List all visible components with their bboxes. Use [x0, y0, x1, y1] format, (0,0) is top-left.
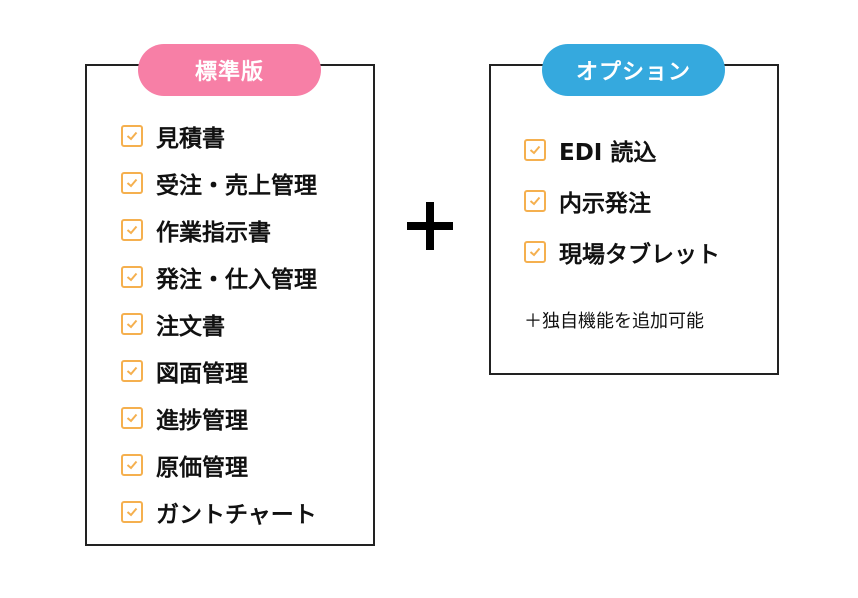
feature-label: 受注・売上管理	[156, 172, 317, 199]
feature-item: 注文書	[121, 300, 317, 347]
feature-item: 作業指示書	[121, 206, 317, 253]
feature-label: 注文書	[156, 313, 225, 340]
checked-checkbox-icon	[121, 171, 143, 194]
option-panel	[489, 64, 779, 375]
checked-checkbox-icon	[524, 189, 546, 212]
checked-checkbox-icon	[121, 453, 143, 476]
standard-feature-list: 見積書受注・売上管理作業指示書発注・仕入管理注文書図面管理進捗管理原価管理ガント…	[121, 112, 317, 535]
feature-item: 受注・売上管理	[121, 159, 317, 206]
feature-item: 見積書	[121, 112, 317, 159]
checked-checkbox-icon	[121, 124, 143, 147]
checked-checkbox-icon	[524, 240, 546, 263]
checked-checkbox-icon	[121, 218, 143, 241]
feature-item: 内示発注	[524, 175, 720, 226]
option-feature-list: EDI 読込内示発注現場タブレット	[524, 124, 720, 277]
feature-item: ガントチャート	[121, 488, 317, 535]
feature-item: 原価管理	[121, 441, 317, 488]
plus-icon	[407, 202, 453, 250]
feature-label: 図面管理	[156, 360, 248, 387]
checked-checkbox-icon	[121, 312, 143, 335]
checked-checkbox-icon	[121, 265, 143, 288]
checked-checkbox-icon	[121, 406, 143, 429]
custom-feature-note: ＋独自機能を追加可能	[524, 311, 704, 332]
feature-label: 進捗管理	[156, 407, 248, 434]
feature-item: 図面管理	[121, 347, 317, 394]
standard-edition-label: 標準版	[138, 44, 321, 96]
feature-item: 進捗管理	[121, 394, 317, 441]
feature-label: EDI 読込	[559, 139, 657, 166]
option-label: オプション	[542, 44, 725, 96]
feature-label: 作業指示書	[156, 219, 271, 246]
feature-item: EDI 読込	[524, 124, 720, 175]
feature-label: 発注・仕入管理	[156, 266, 317, 293]
checked-checkbox-icon	[121, 359, 143, 382]
feature-item: 現場タブレット	[524, 226, 720, 277]
feature-label: 現場タブレット	[559, 241, 720, 268]
feature-label: 原価管理	[156, 454, 248, 481]
checked-checkbox-icon	[524, 138, 546, 161]
feature-label: 見積書	[156, 125, 225, 152]
feature-label: 内示発注	[559, 190, 651, 217]
feature-item: 発注・仕入管理	[121, 253, 317, 300]
feature-label: ガントチャート	[156, 501, 317, 528]
checked-checkbox-icon	[121, 500, 143, 523]
